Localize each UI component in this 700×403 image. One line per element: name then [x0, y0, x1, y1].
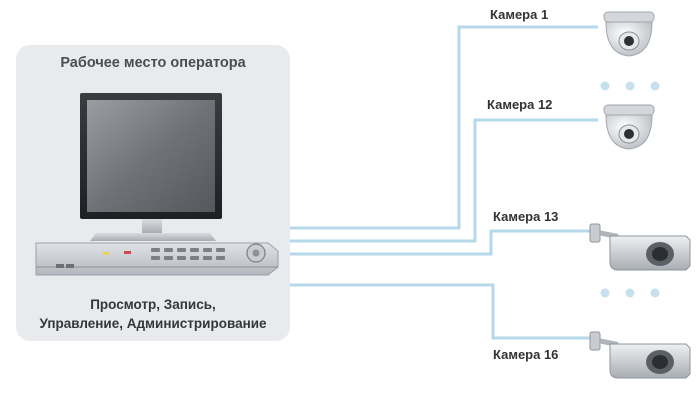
- camera-1-label: Камера 1: [490, 7, 549, 22]
- workstation-title: Рабочее место оператора: [60, 55, 246, 71]
- dome-camera-icon: [603, 11, 655, 57]
- operator-workstation-panel: Рабочее место оператора: [16, 45, 290, 341]
- caption-line-2: Управление, Администрирование: [39, 316, 267, 331]
- dvr-recorder-icon: [35, 242, 279, 276]
- dome-camera-icon: [603, 104, 655, 150]
- cable-camera-12: [290, 118, 598, 243]
- cable-camera-13: [290, 229, 598, 256]
- workstation-caption: Просмотр, Запись, Управление, Администри…: [16, 295, 290, 333]
- cables: [290, 25, 598, 340]
- ellipsis-dots-top: [600, 81, 660, 91]
- camera-12-label: Камера 12: [487, 97, 553, 112]
- bullet-camera-icon: [589, 223, 691, 271]
- bullet-camera-icon: [589, 331, 691, 379]
- camera-13-label: Камера 13: [493, 209, 559, 224]
- caption-line-1: Просмотр, Запись,: [90, 297, 216, 312]
- ellipsis-dots-bottom: [600, 288, 660, 298]
- workstation-illustration: [35, 93, 279, 276]
- monitor-icon: [80, 93, 222, 241]
- cable-camera-1: [290, 25, 598, 230]
- camera-16-label: Камера 16: [493, 347, 559, 362]
- cable-camera-16: [290, 283, 598, 340]
